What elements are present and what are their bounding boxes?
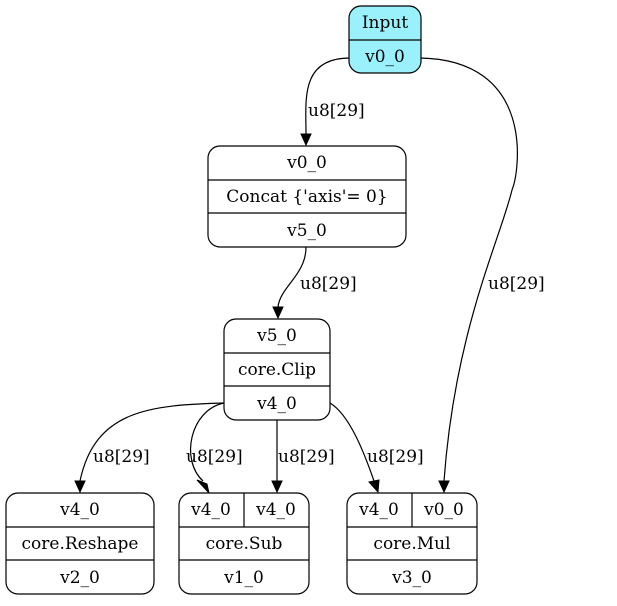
node-concat-input: v0_0 xyxy=(286,153,327,173)
edge-clip-to-sub-a xyxy=(189,402,225,482)
node-reshape-op: core.Reshape xyxy=(22,534,139,554)
edge-clip-to-mul xyxy=(329,402,375,482)
edge-concat-to-clip xyxy=(277,246,307,308)
edge-label-input-to-concat: u8[29] xyxy=(308,101,365,121)
edge-input-to-mul xyxy=(419,57,518,482)
node-mul: v4_0 v0_0 core.Mul v3_0 xyxy=(346,492,478,595)
node-reshape-output: v2_0 xyxy=(59,568,100,588)
node-clip-output: v4_0 xyxy=(256,394,297,414)
arrowhead xyxy=(272,306,284,320)
edge-label-concat-to-clip: u8[29] xyxy=(300,274,357,294)
node-input-output: v0_0 xyxy=(364,47,405,67)
node-sub-output: v1_0 xyxy=(223,568,264,588)
node-mul-op: core.Mul xyxy=(373,534,450,554)
node-mul-input-b: v0_0 xyxy=(423,500,464,520)
node-clip-input: v5_0 xyxy=(256,326,297,346)
edge-label-clip-to-sub-a: u8[29] xyxy=(186,447,243,467)
arrowhead xyxy=(368,479,380,494)
arrowhead xyxy=(271,480,283,494)
node-input: Input v0_0 xyxy=(348,5,422,74)
edges: u8[29] u8[29] u8[29] u8[29] u8[29] u8[29… xyxy=(74,57,545,495)
node-concat: v0_0 Concat {'axis'= 0} v5_0 xyxy=(207,145,407,248)
node-reshape: v4_0 core.Reshape v2_0 xyxy=(5,492,155,595)
node-clip-op: core.Clip xyxy=(238,360,316,380)
edge-label-clip-to-sub-b: u8[29] xyxy=(278,447,335,467)
arrowhead xyxy=(196,479,210,495)
edge-label-clip-to-reshape: u8[29] xyxy=(93,447,150,467)
arrowhead xyxy=(438,480,450,494)
edge-label-input-to-mul: u8[29] xyxy=(488,274,545,294)
node-concat-op: Concat {'axis'= 0} xyxy=(226,187,387,207)
arrowhead xyxy=(300,133,312,147)
node-sub-input-b: v4_0 xyxy=(255,500,296,520)
edge-clip-to-reshape xyxy=(79,402,225,482)
node-input-title: Input xyxy=(362,13,408,33)
arrowhead xyxy=(74,480,86,494)
node-sub: v4_0 v4_0 core.Sub v1_0 xyxy=(178,492,310,595)
edge-label-clip-to-mul: u8[29] xyxy=(367,447,424,467)
edge-input-to-concat xyxy=(305,57,351,135)
node-mul-output: v3_0 xyxy=(391,568,432,588)
node-clip: v5_0 core.Clip v4_0 xyxy=(223,318,331,421)
node-reshape-input: v4_0 xyxy=(59,500,100,520)
node-mul-input-a: v4_0 xyxy=(358,500,399,520)
node-sub-op: core.Sub xyxy=(206,534,283,554)
node-sub-input-a: v4_0 xyxy=(190,500,231,520)
node-concat-output: v5_0 xyxy=(286,221,327,241)
